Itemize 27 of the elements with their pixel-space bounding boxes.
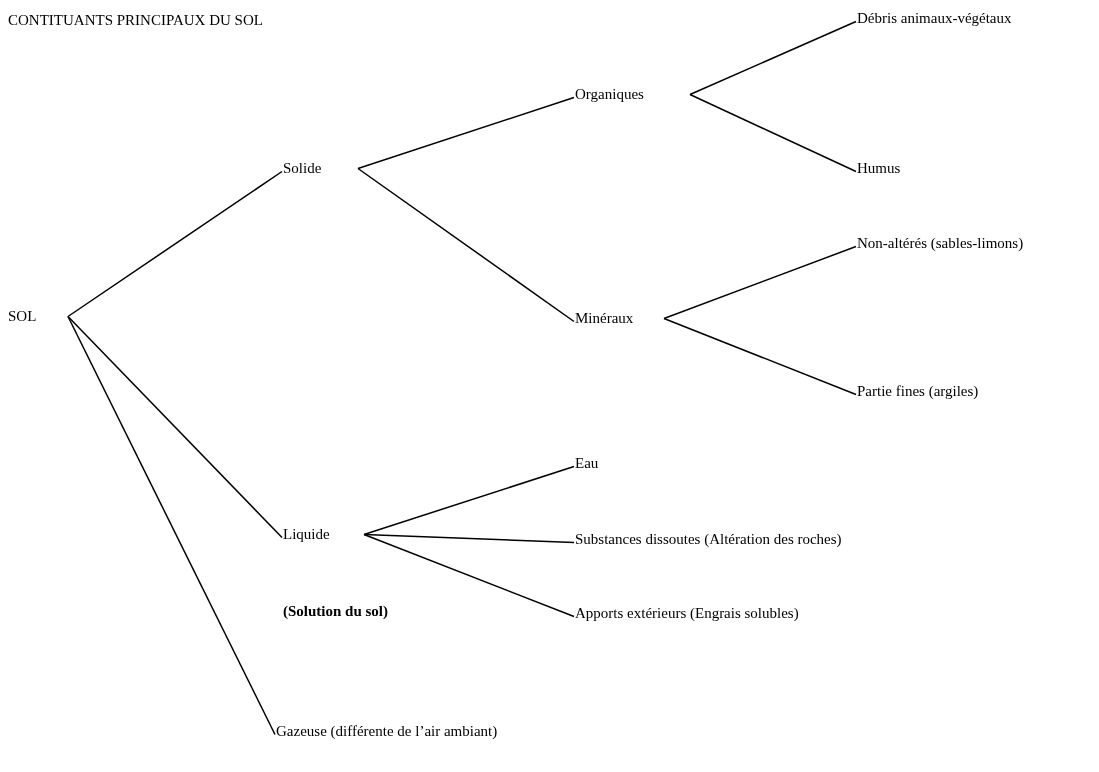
connector-line <box>67 170 283 318</box>
branch-label: Partie fines (argiles) <box>857 383 979 400</box>
branch-label: Substances dissoutes (Altération des roches) <box>575 531 842 548</box>
branch-label: Débris animaux-végétaux <box>857 10 1012 27</box>
connector-line <box>363 533 575 544</box>
branch-label: Apports extérieurs (Engrais solubles) <box>575 605 799 622</box>
branch-label: Solide <box>283 160 322 177</box>
branch-label: Gazeuse (différente de l’air ambiant) <box>276 723 498 740</box>
connector-line <box>363 465 575 536</box>
branch-label: Organiques <box>575 86 644 103</box>
branch-label: Minéraux <box>575 310 634 327</box>
branch-label: SOL <box>8 308 37 325</box>
connector-line <box>67 315 283 539</box>
connector-line <box>357 96 575 170</box>
connector-line <box>663 245 857 320</box>
note-text: (Solution du sol) <box>283 603 389 620</box>
connector-line <box>663 317 857 396</box>
connector-line <box>357 167 575 323</box>
connector-line <box>689 93 857 173</box>
connector-line <box>689 20 857 96</box>
branch-label: Eau <box>575 455 599 472</box>
connector-line <box>67 315 276 736</box>
branch-label: Humus <box>857 160 901 177</box>
branch-label: Liquide <box>283 526 330 543</box>
diagram-title: CONTITUANTS PRINCIPAUX DU SOL <box>8 12 263 29</box>
branch-label: Non-altérés (sables-limons) <box>857 235 1024 252</box>
connector-line <box>363 533 575 618</box>
